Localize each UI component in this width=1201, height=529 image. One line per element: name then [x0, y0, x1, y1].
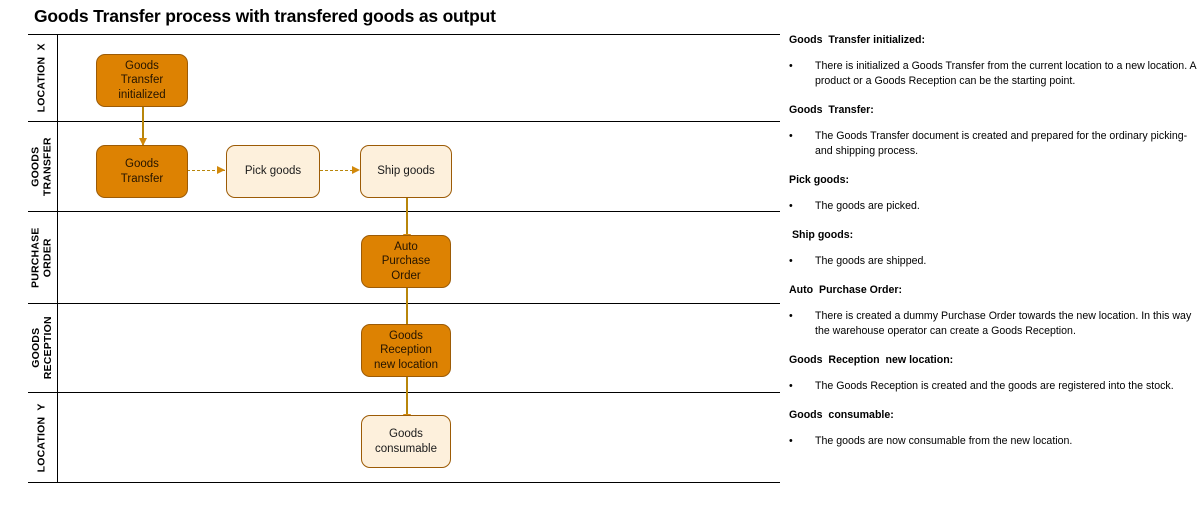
legend-entry-ship-goods: Ship goods: • The goods are shipped. [789, 229, 1199, 269]
legend-entry-goods-transfer-initialized: Goods Transfer initialized: • There is i… [789, 34, 1199, 89]
swimlane-label-goods-transfer: GOODS TRANSFER [28, 122, 58, 211]
node-label: Ship goods [377, 165, 435, 178]
node-label: Pick goods [244, 165, 302, 178]
legend-panel: Goods Transfer initialized: • There is i… [789, 34, 1199, 464]
node-pick-goods[interactable]: Pick goods [226, 145, 320, 198]
legend-heading: Goods consumable: [789, 409, 894, 422]
bullet-icon: • [789, 255, 793, 268]
legend-heading: Pick goods: [789, 174, 850, 187]
connector-initialized-to-transfer [142, 107, 144, 145]
swimlane-location-x: LOCATION X [28, 34, 780, 121]
swimlane-location-y: LOCATION Y [28, 392, 780, 483]
node-label: Goods Transfer [120, 158, 164, 185]
legend-heading: Ship goods: [789, 229, 854, 242]
legend-body: The Goods Reception is created and the g… [815, 380, 1174, 393]
connector-pick-to-ship [320, 170, 358, 171]
legend-body: The goods are shipped. [815, 255, 927, 268]
bullet-icon: • [789, 435, 793, 448]
page-title: Goods Transfer process with transfered g… [34, 6, 496, 26]
node-ship-goods[interactable]: Ship goods [360, 145, 452, 198]
legend-bullet-row: • The goods are picked. [789, 199, 1199, 214]
legend-heading: Goods Transfer: [789, 104, 874, 117]
arrowhead-initialized-to-transfer [138, 138, 147, 146]
legend-body: There is initialized a Goods Transfer fr… [815, 60, 1196, 88]
legend-heading: Goods Reception new location: [789, 354, 954, 367]
legend-body: The goods are now consumable from the ne… [815, 435, 1073, 448]
legend-bullet-row: • There is created a dummy Purchase Orde… [789, 309, 1199, 339]
legend-bullet-row: • The Goods Reception is created and the… [789, 379, 1199, 394]
legend-entry-goods-consumable: Goods consumable: • The goods are now co… [789, 409, 1199, 449]
swimlane-goods-transfer: GOODS TRANSFER [28, 121, 780, 211]
connector-reception-to-consumable [406, 377, 408, 421]
legend-bullet-row: • The goods are now consumable from the … [789, 434, 1199, 449]
node-label: Goods Transfer initialized [118, 59, 166, 101]
arrowhead-transfer-to-pick [217, 165, 225, 174]
legend-bullet-row: • There is initialized a Goods Transfer … [789, 59, 1199, 89]
legend-entry-goods-reception-new-location: Goods Reception new location: • The Good… [789, 354, 1199, 394]
connector-ship-to-purchase-order [406, 197, 408, 241]
node-auto-purchase-order[interactable]: Auto Purchase Order [361, 235, 451, 288]
node-goods-consumable[interactable]: Goods consumable [361, 415, 451, 468]
connector-purchase-order-to-reception [406, 288, 408, 333]
node-goods-reception-new-location[interactable]: Goods Reception new location [361, 324, 451, 377]
arrowhead-pick-to-ship [352, 165, 360, 174]
node-label: Goods consumable [374, 428, 437, 455]
bullet-icon: • [789, 310, 793, 323]
swimlane-purchase-order: PURCHASE ORDER [28, 211, 780, 303]
swimlane-label-goods-reception: GOODS RECEPTION [28, 304, 58, 392]
node-label: Goods Reception new location [374, 329, 438, 371]
legend-bullet-row: • The Goods Transfer document is created… [789, 129, 1199, 159]
bullet-icon: • [789, 200, 793, 213]
legend-heading: Goods Transfer initialized: [789, 34, 925, 46]
node-label: Auto Purchase Order [381, 240, 431, 282]
bullet-icon: • [789, 130, 793, 143]
legend-heading: Auto Purchase Order: [789, 284, 903, 297]
legend-bullet-row: • The goods are shipped. [789, 254, 1199, 269]
swimlane-label-location-y: LOCATION Y [28, 393, 58, 482]
legend-body: The Goods Transfer document is created a… [815, 130, 1188, 158]
legend-entry-auto-purchase-order: Auto Purchase Order: • There is created … [789, 284, 1199, 339]
bullet-icon: • [789, 380, 793, 393]
legend-body: There is created a dummy Purchase Order … [815, 310, 1192, 338]
swimlane-label-location-x: LOCATION X [28, 35, 58, 121]
legend-entry-pick-goods: Pick goods: • The goods are picked. [789, 174, 1199, 214]
swimlane-diagram: LOCATION X GOODS TRANSFER PURCHASE ORDER… [28, 34, 780, 484]
swimlane-goods-reception: GOODS RECEPTION [28, 303, 780, 392]
legend-body: The goods are picked. [815, 200, 920, 213]
connector-transfer-to-pick [187, 170, 225, 171]
bullet-icon: • [789, 60, 793, 72]
legend-entry-goods-transfer: Goods Transfer: • The Goods Transfer doc… [789, 104, 1199, 159]
swimlane-label-purchase-order: PURCHASE ORDER [28, 212, 58, 303]
node-goods-transfer-initialized[interactable]: Goods Transfer initialized [96, 54, 188, 107]
node-goods-transfer[interactable]: Goods Transfer [96, 145, 188, 198]
